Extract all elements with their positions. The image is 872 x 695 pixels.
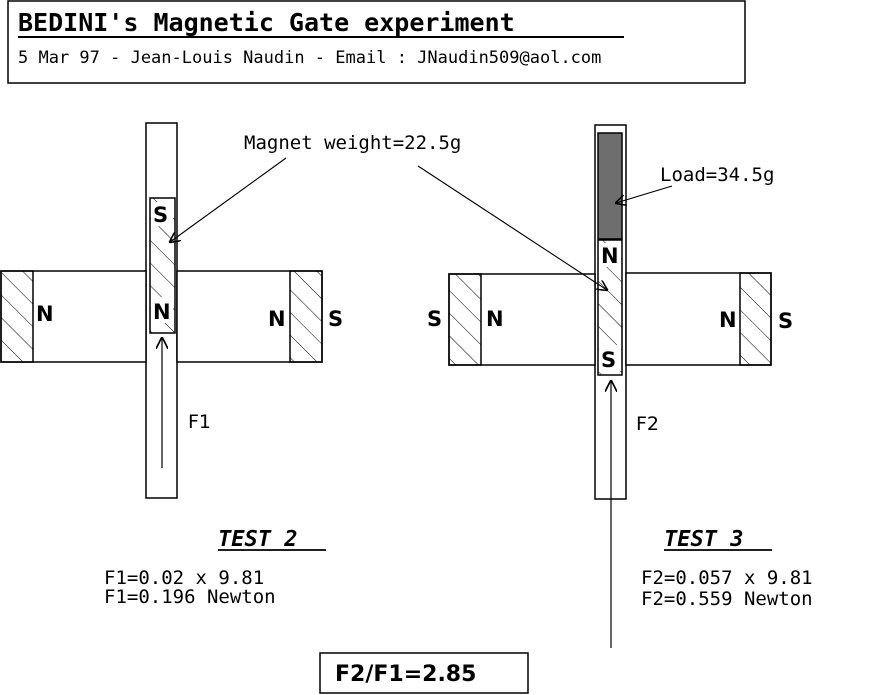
test3-line1: F2=0.057 x 9.81 (641, 567, 813, 589)
test3-right-magnet: N S (625, 272, 793, 366)
test2-left-magnet: N (0, 270, 147, 363)
ratio-value: F2/F1=2.85 (335, 662, 476, 687)
test2-line2: F1=0.196 Newton (104, 586, 276, 608)
test3-title: TEST 3 (664, 527, 743, 552)
test2-right-magnet-pole-s: S (328, 307, 343, 331)
page-subtitle: 5 Mar 97 - Jean-Louis Naudin - Email : J… (18, 48, 601, 68)
test2-title: TEST 2 (218, 527, 297, 552)
ratio-box: F2/F1=2.85 (319, 652, 529, 694)
test2-results: TEST 2 F1=0.02 x 9.81 F1=0.196 Newton (104, 527, 326, 608)
magnet-weight-pointer-right (417, 165, 607, 290)
test3-load-block (597, 132, 623, 240)
test2-gate-magnet: S N (149, 197, 176, 334)
test3-line2: F2=0.559 Newton (641, 588, 813, 610)
test3-force-label: F2 (636, 413, 659, 435)
test2-line1: F1=0.02 x 9.81 (104, 567, 264, 589)
test3-left-magnet-pole-n: N (486, 307, 504, 331)
test3-left-magnet-pole-s: S (427, 307, 442, 331)
magnet-weight-pointer-left (170, 157, 287, 242)
test2-right-magnet: N S (176, 270, 343, 363)
test3-right-magnet-pole-n: N (719, 308, 737, 332)
test2-force-label: F1 (188, 411, 211, 433)
header-box: BEDINI's Magnetic Gate experiment 5 Mar … (7, 0, 746, 84)
test3-gate-pole-n: N (601, 244, 619, 268)
test3-assembly: S N N S N S F2 (427, 124, 793, 648)
test2-left-magnet-pole-n: N (36, 302, 54, 326)
test3-left-magnet: S N (427, 273, 596, 366)
test3-results: TEST 3 F2=0.057 x 9.81 F2=0.559 Newton (641, 527, 813, 610)
load-label: Load=34.5g (660, 164, 774, 186)
test2-assembly: N N S S N F1 (0, 122, 343, 499)
magnet-weight-label: Magnet weight=22.5g (244, 132, 461, 154)
test2-gate-pole-n: N (153, 300, 171, 324)
test3-gate-magnet: N S (597, 239, 623, 376)
page-title: BEDINI's Magnetic Gate experiment (18, 8, 515, 37)
test3-right-magnet-pole-s: S (778, 309, 793, 333)
test2-right-magnet-pole-n: N (268, 307, 286, 331)
test3-gate-pole-s: S (601, 348, 616, 372)
load-pointer (616, 185, 673, 203)
test2-gate-pole-s: S (153, 203, 168, 227)
